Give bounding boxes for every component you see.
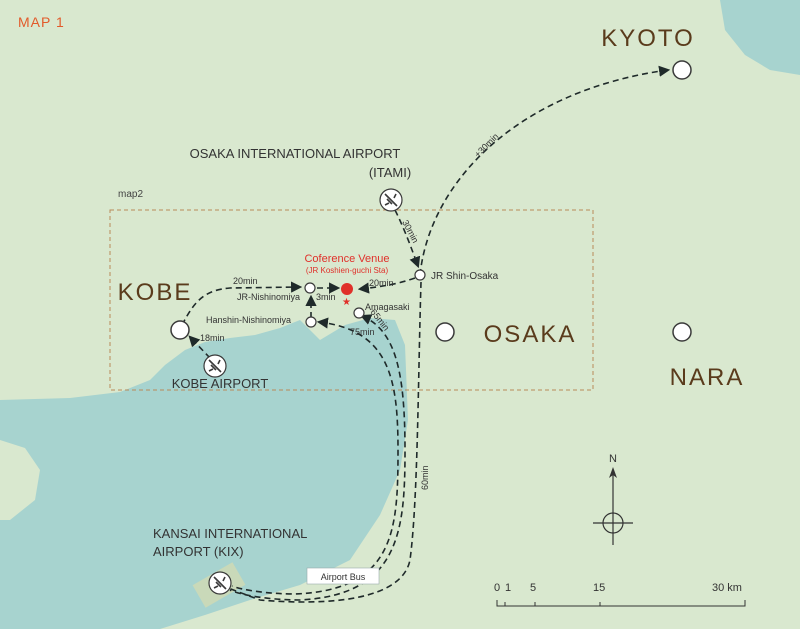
kyoto-marker <box>672 60 692 80</box>
itami-label-line2: (ITAMI) <box>369 165 411 180</box>
compass-north-label: N <box>609 453 617 465</box>
scale-label-1: 1 <box>505 582 511 594</box>
lake-biwa-water <box>720 0 800 75</box>
scale-label-30: 30 km <box>712 582 742 594</box>
route-kobe-airport <box>188 335 211 359</box>
route-itami <box>394 209 421 269</box>
kobe-marker <box>170 320 190 340</box>
route-kobe-nishinomiya <box>181 281 303 326</box>
scale-label-15: 15 <box>593 582 605 594</box>
hanshin-nishinomiya-label: Hanshin-Nishinomiya <box>206 315 291 325</box>
route-kyoto <box>419 65 671 276</box>
venue-star-icon: ★ <box>342 297 351 308</box>
jr-nishinomiya-marker <box>304 282 316 294</box>
venue-marker <box>341 283 353 295</box>
time-kyoto: +30min <box>472 131 500 159</box>
time-kobe-airport: 18min <box>200 333 225 343</box>
time-itami: 30min <box>400 218 420 244</box>
time-kobe-nishinomiya: 20min <box>233 276 258 286</box>
kix-label-line2: AIRPORT (KIX) <box>153 544 244 559</box>
amagasaki-marker <box>353 307 365 319</box>
nara-marker <box>672 322 692 342</box>
venue-sublabel: (JR Koshien-guchi Sta) <box>306 266 389 275</box>
route-kix-65 <box>229 314 406 601</box>
time-nishinomiya-venue: 3min <box>316 292 336 302</box>
route-shinosaka-venue <box>357 277 416 294</box>
hanshin-nishinomiya-marker <box>305 316 317 328</box>
scale-bar <box>496 600 746 607</box>
kobe-label: KOBE <box>118 279 193 306</box>
map2-box <box>109 209 594 391</box>
scale-label-0: 0 <box>494 582 500 594</box>
map-title: MAP 1 <box>18 14 65 30</box>
time-hanshin-75: 75min <box>350 327 375 337</box>
itami-airplane-icon <box>379 188 403 212</box>
osaka-marker <box>435 322 455 342</box>
time-kix-60: 60min <box>420 465 430 490</box>
peninsula <box>0 440 40 520</box>
kix-airplane-icon <box>208 571 232 595</box>
osaka-bay-water <box>0 318 408 629</box>
amagasaki-label: Amagasaki <box>365 302 410 312</box>
shin-osaka-marker <box>414 269 426 281</box>
airport-bus-label: Airport Bus <box>321 572 366 582</box>
venue-label: Coference Venue <box>304 253 389 265</box>
osaka-label: OSAKA <box>484 321 577 348</box>
compass-icon: N <box>593 453 633 545</box>
airport-bus-badge <box>306 567 380 585</box>
map2-label: map2 <box>118 189 143 200</box>
kobe-airplane-icon <box>203 354 227 378</box>
scale-label-5: 5 <box>530 582 536 594</box>
route-kix-75 <box>231 317 399 595</box>
time-shinosaka-venue: 20min <box>369 278 394 288</box>
itami-label-line1: OSAKA INTERNATIONAL AIRPORT <box>190 146 401 161</box>
jr-nishinomiya-label: JR-Nishinomiya <box>237 292 300 302</box>
shin-osaka-label: JR Shin-Osaka <box>431 271 499 282</box>
nara-label: NARA <box>670 364 745 391</box>
route-kix-60 <box>227 281 422 603</box>
kobe-airport-label: KOBE AIRPORT <box>172 376 269 391</box>
kyoto-label: KYOTO <box>601 25 695 52</box>
kix-label-line1: KANSAI INTERNATIONAL <box>153 526 307 541</box>
